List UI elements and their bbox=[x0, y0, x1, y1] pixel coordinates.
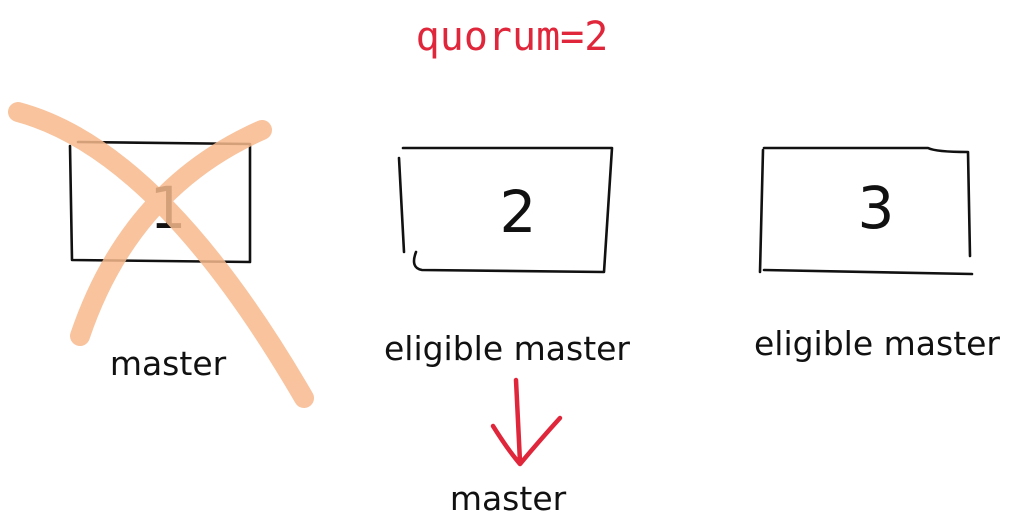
failure-cross-stroke-2 bbox=[70, 120, 272, 346]
quorum-title: quorum=2 bbox=[416, 14, 609, 60]
node-3: 3 eligible master bbox=[754, 146, 1000, 363]
arrow-head bbox=[490, 415, 563, 467]
node-1-box bbox=[68, 140, 252, 264]
node-2-role-label: eligible master bbox=[384, 329, 630, 368]
node-1-role-label: master bbox=[110, 344, 227, 383]
node-2: 2 eligible master bbox=[384, 146, 630, 368]
new-master-label: master bbox=[450, 479, 567, 518]
node-3-number: 3 bbox=[858, 174, 895, 242]
node-2-number: 2 bbox=[500, 178, 537, 246]
node-2-box-left-edge bbox=[397, 156, 406, 254]
node-3-role-label: eligible master bbox=[754, 324, 1000, 363]
node-3-box bbox=[762, 146, 972, 258]
promotion-arrow bbox=[490, 377, 563, 467]
node-3-box-left-edge bbox=[758, 148, 765, 274]
arrow-shaft bbox=[513, 377, 523, 465]
node-3-box-bottom-edge bbox=[762, 268, 974, 276]
failure-cross bbox=[8, 102, 314, 408]
node-2-box bbox=[401, 146, 614, 274]
